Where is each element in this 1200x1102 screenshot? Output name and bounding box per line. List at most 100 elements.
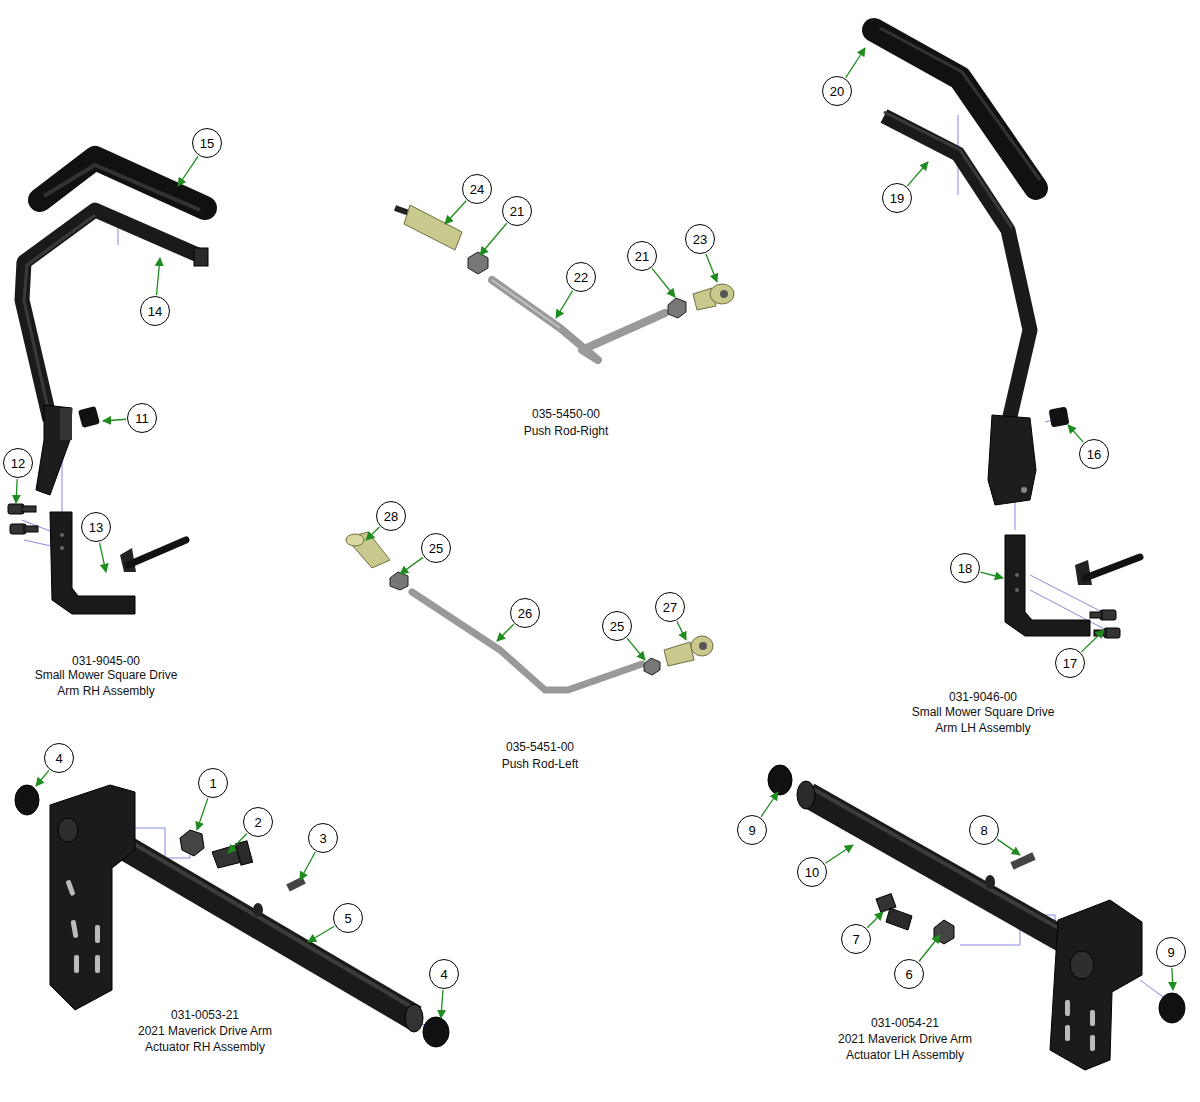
drive-arm-actuator-lh <box>768 765 1185 1070</box>
drive-arm-rh <box>194 248 208 266</box>
drive-arm-actuator-rh <box>74 955 79 973</box>
callout-circle: 13 <box>81 512 111 542</box>
assembly-line <box>22 115 1170 1025</box>
callout-circle: 9 <box>1156 937 1186 967</box>
callout-number: 25 <box>429 541 443 556</box>
assembly-name: Small Mower Square Drive Arm RH Assembly <box>30 667 182 699</box>
drive-arm-actuator-rh <box>58 818 78 842</box>
callout-number: 16 <box>1087 447 1101 462</box>
leader-arrow <box>197 798 208 830</box>
leader-arrow <box>846 48 865 78</box>
callout-circle: 2 <box>243 807 273 837</box>
drive-arm-actuator-rh <box>112 840 415 1018</box>
callout-circle: 25 <box>421 533 451 563</box>
drive-arm-actuator-rh <box>15 785 39 815</box>
leader-arrow <box>980 572 1003 578</box>
drive-arm-actuator-rh <box>405 1004 423 1032</box>
drive-arm-actuator-lh <box>985 875 995 889</box>
drive-arm-rh <box>128 540 186 565</box>
drive-arm-actuator-lh <box>1012 856 1034 866</box>
leader-arrow <box>16 479 17 503</box>
callout-number: 11 <box>135 411 149 426</box>
callout-number: 13 <box>89 520 103 535</box>
push-rod-left <box>346 532 713 690</box>
callout-circle: 20 <box>822 76 852 106</box>
push-rod-left <box>412 592 642 690</box>
callout-number: 20 <box>830 84 844 99</box>
push-rod-right <box>395 205 734 360</box>
drive-arm-actuator-rh <box>50 785 135 1010</box>
part-number: 031-9045-00 <box>30 653 182 669</box>
assembly-name: 2021 Maverick Drive Arm Actuator LH Asse… <box>829 1031 981 1063</box>
callout-number: 1 <box>209 776 216 791</box>
push-rod-left <box>346 534 364 546</box>
drive-arm-rh <box>24 215 95 418</box>
callout-number: 15 <box>200 136 214 151</box>
drive-arm-lh <box>1075 560 1092 585</box>
callout-circle: 5 <box>333 903 363 933</box>
callout-number: 21 <box>635 249 649 264</box>
callout-number: 28 <box>384 509 398 524</box>
leader-arrow <box>677 621 686 640</box>
callout-circle: 14 <box>140 296 170 326</box>
drive-arm-lh <box>1085 557 1140 578</box>
leader-arrow <box>919 935 940 961</box>
push-rod-left <box>390 572 408 590</box>
callout-number: 27 <box>663 600 677 615</box>
drive-arm-rh <box>60 533 64 537</box>
drive-arm-lh <box>1015 588 1019 592</box>
push-rod-right <box>468 252 488 274</box>
callout-circle: 7 <box>841 924 871 954</box>
part-number: 035-5451-00 <box>464 739 616 755</box>
drive-arm-actuator-lh <box>1090 1035 1095 1051</box>
part-number: 035-5450-00 <box>490 406 642 422</box>
drive-arm-actuator-rh <box>70 920 78 939</box>
drive-arm-actuator-lh <box>1070 951 1094 979</box>
drive-arm-lh <box>884 116 1030 425</box>
drive-arm-rh <box>44 165 200 210</box>
leader-arrow <box>761 792 778 817</box>
drive-arm-actuator-lh <box>1065 1000 1070 1016</box>
drive-arm-actuator-rh <box>112 831 415 1009</box>
drive-arm-actuator-lh <box>1159 993 1185 1023</box>
leader-arrow <box>441 990 443 1018</box>
drive-arm-actuator-lh <box>808 786 1090 946</box>
callout-number: 24 <box>470 182 484 197</box>
drive-arm-actuator-lh <box>886 908 912 930</box>
assembly-name: Small Mower Square Drive Arm LH Assembly <box>907 704 1059 736</box>
drive-arm-rh <box>24 526 38 532</box>
drive-arm-actuator-rh <box>95 925 100 943</box>
push-rod-left <box>699 642 707 650</box>
callout-number: 17 <box>1063 656 1077 671</box>
drive-arm-lh <box>1021 487 1027 493</box>
callout-number: 9 <box>1167 945 1174 960</box>
callout-circle: 28 <box>376 501 406 531</box>
callout-circle: 11 <box>127 403 157 433</box>
drive-arm-lh <box>874 30 1036 188</box>
callout-circle: 1 <box>198 768 228 798</box>
callout-number: 3 <box>319 831 326 846</box>
callout-number: 25 <box>610 619 624 634</box>
leader-arrow <box>556 291 573 318</box>
drive-arm-rh <box>22 210 205 420</box>
leader-arrow <box>400 557 423 574</box>
leader-arrow <box>652 268 675 297</box>
push-rod-right <box>710 284 734 304</box>
drive-arm-actuator-rh <box>235 841 252 865</box>
callout-circle: 25 <box>602 611 632 641</box>
drive-arm-actuator-rh <box>65 879 75 896</box>
drive-arm-actuator-rh <box>180 830 204 856</box>
callout-circle: 15 <box>192 128 222 158</box>
callout-circle: 4 <box>429 959 459 989</box>
drive-arm-lh <box>1005 535 1090 636</box>
drive-arm-rh <box>22 506 36 512</box>
drive-arm-rh <box>78 406 100 428</box>
drive-arm-actuator-rh <box>253 903 263 917</box>
leader-arrow <box>445 201 466 224</box>
leader-arrow <box>1068 425 1083 442</box>
leader-arrow <box>103 419 126 421</box>
assembly-line <box>1015 500 1016 530</box>
drive-arm-lh <box>988 415 1036 505</box>
